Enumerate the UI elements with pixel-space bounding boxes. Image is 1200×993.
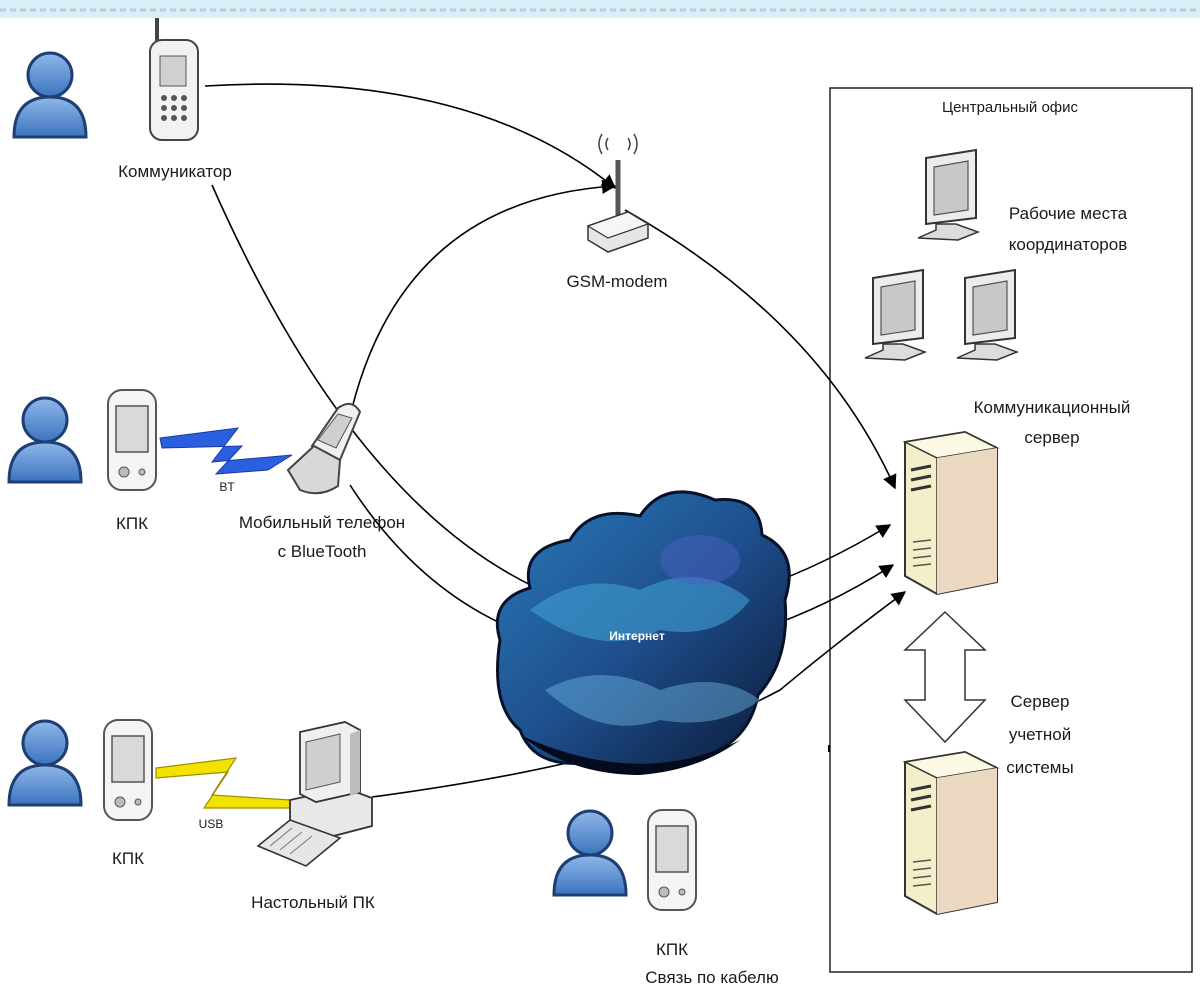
gsm-modem-label: GSM-modem — [566, 272, 667, 291]
comm-server-icon — [903, 430, 999, 596]
workstations-label-2: координаторов — [1009, 235, 1127, 254]
workstations-label-1: Рабочие места — [1009, 204, 1128, 223]
bt-label: BT — [219, 480, 235, 494]
user-usb — [7, 719, 83, 807]
communicator-icon — [149, 18, 199, 141]
cable-link-label: Связь по кабелю — [645, 968, 779, 987]
communicator-label: Коммуникатор — [118, 162, 232, 181]
gsm-modem-icon — [586, 133, 650, 253]
internet-cloud: Интернет — [495, 490, 791, 775]
account-server-icon — [903, 750, 999, 916]
pda-cable-icon — [647, 809, 697, 911]
pda-bt-label: КПК — [116, 514, 148, 533]
desktop-pc-label: Настольный ПК — [251, 893, 375, 912]
central-office-label: Центральный офис — [942, 99, 1079, 116]
account-server-label-3: системы — [1006, 758, 1073, 777]
workstation-monitor-1 — [917, 149, 979, 241]
comm-server-label-2: сервер — [1024, 428, 1079, 447]
user-bt — [7, 396, 83, 484]
user-communicator — [12, 51, 88, 139]
bluetooth-bolt — [159, 427, 293, 475]
internet-label: Интернет — [609, 629, 665, 643]
mobile-phone-icon — [286, 402, 362, 495]
mobile-label-2: с BlueTooth — [278, 542, 367, 561]
user-cable — [552, 809, 628, 897]
link-mobile-gsm — [344, 179, 617, 441]
pda-bt-icon — [107, 389, 157, 491]
workstation-monitor-2 — [864, 269, 926, 361]
usb-bolt — [155, 757, 291, 809]
comm-server-label-1: Коммуникационный — [974, 398, 1131, 417]
desktop-pc-icon — [256, 721, 373, 867]
account-server-label-1: Сервер — [1011, 692, 1070, 711]
pda-usb-icon — [103, 719, 153, 821]
servers-sync-arrow — [903, 610, 987, 744]
pda-usb-label: КПК — [112, 849, 144, 868]
link-gsm-server — [624, 209, 897, 490]
central-office-box — [829, 87, 1193, 973]
usb-label: USB — [199, 817, 224, 831]
workstation-monitor-3 — [956, 269, 1018, 361]
link-communicator-gsm — [204, 83, 617, 189]
account-server-label-2: учетной — [1009, 725, 1071, 744]
mobile-label-1: Мобильный телефон — [239, 513, 405, 532]
pda-cable-label: КПК — [656, 940, 688, 959]
